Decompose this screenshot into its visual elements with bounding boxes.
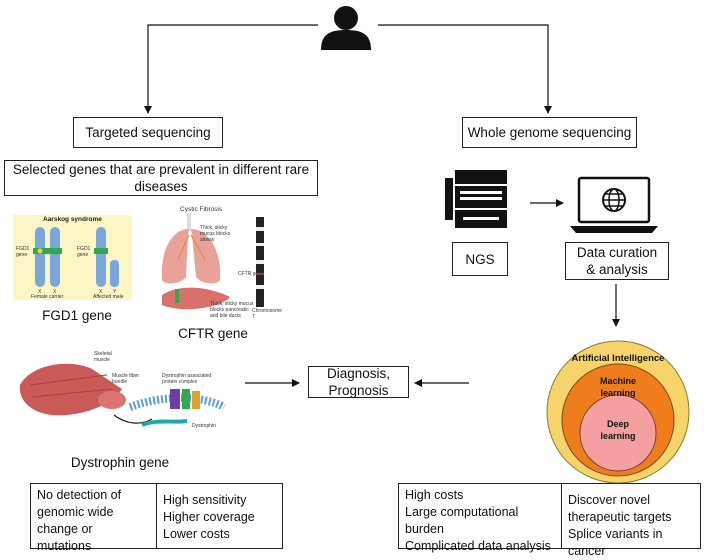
targeted-sequencing-label: Targeted sequencing (85, 125, 211, 140)
targeted-cons-line2: genomic wide (37, 505, 114, 519)
targeted-pros-line2: Higher coverage (163, 510, 255, 524)
wgs-pros-line1: Discover novel (568, 493, 650, 507)
dystrophin-small-label: Dystrophin (192, 423, 216, 429)
diagnosis-box: Diagnosis, Prognosis (308, 366, 409, 398)
selected-genes-line2: diseases (134, 179, 188, 194)
aarskog-figure: Aarskog syndrome FGD1 gene FGD1 gene X X… (13, 215, 132, 300)
x-label-2: X (53, 289, 57, 295)
selected-genes-line1: Selected genes that are prevalent in dif… (12, 162, 310, 177)
muscle-diagram (19, 363, 226, 427)
fgd1-label-left: FGD1 gene (16, 246, 30, 258)
muscle-fiber-label: Muscle fiber bundle (112, 373, 139, 385)
targeted-pros-line3: Lower costs (163, 527, 230, 541)
connector-user-to-wgs (378, 24, 552, 114)
targeted-cons-cell: No detection of genomic wide change or m… (31, 484, 156, 553)
dystrophin-figure: Skeletal muscle Muscle fiber bundle Dyst… (12, 345, 237, 445)
wgs-pros-line2: therapeutic targets (568, 510, 672, 524)
wgs-cons-line4: Complicated data analysis (405, 539, 551, 553)
targeted-cons-line3: change or (37, 522, 93, 536)
wgs-cons-cell: High costs Large computational burden Co… (399, 484, 561, 553)
skeletal-muscle-label: Skeletal muscle (94, 351, 112, 363)
targeted-pros-cell: High sensitivity Higher coverage Lower c… (156, 484, 282, 548)
ai-inner-circle (579, 394, 657, 472)
cftr-gene-label: CFTR gene (178, 326, 248, 341)
ai-outer-label: Artificial Intelligence (571, 353, 665, 364)
dap-complex-label: Dystrophin associated protein complex (162, 373, 212, 385)
ai-middle-label: Machine learning (599, 376, 636, 398)
wgs-proscons-table: High costs Large computational burden Co… (398, 483, 701, 558)
aarskog-title: Aarskog syndrome (43, 216, 102, 223)
data-curation-line1: Data curation (576, 245, 658, 260)
wgs-pros-cell: Discover novel therapeutic targets Splic… (561, 484, 700, 558)
affected-male-label: Affected male (93, 294, 124, 300)
connector-user-to-targeted (144, 24, 318, 114)
cf-gene-label: CFTR gene (238, 271, 264, 277)
x-label-1: X (38, 289, 42, 295)
whole-genome-sequencing-box: Whole genome sequencing (462, 117, 637, 148)
cystic-fibrosis-title: Cystic Fibrosis (180, 206, 223, 213)
data-curation-line2: & analysis (586, 262, 648, 277)
data-curation-box: Data curation & analysis (565, 242, 669, 280)
cf-chromosome: Chromosome 7 (252, 308, 283, 320)
targeted-cons-line4: mutations (37, 539, 92, 553)
targeted-pros-line1: High sensitivity (163, 493, 247, 507)
female-carrier-label: Female carrier (31, 294, 64, 300)
fgd1-gene-label: FGD1 gene (42, 308, 112, 323)
y-label: Y (113, 289, 117, 295)
whole-genome-sequencing-label: Whole genome sequencing (467, 125, 632, 140)
ai-inner-label: Deep learning (600, 419, 636, 441)
targeted-cons-line1: No detection of (37, 488, 122, 502)
x-label-3: X (99, 289, 103, 295)
targeted-proscons-table: No detection of genomic wide change or m… (30, 483, 283, 553)
wgs-pros-line3: Splice variants in cancer (568, 527, 663, 558)
wgs-cons-line3: burden (405, 522, 444, 536)
wgs-cons-line1: High costs (405, 488, 464, 502)
dystrophin-gene-label: Dystrophin gene (70, 455, 170, 470)
targeted-sequencing-box: Targeted sequencing (73, 117, 223, 148)
chromosome-diagram (33, 227, 119, 287)
lung-pancreas-diagram (161, 213, 264, 310)
cf-mucus-pancreas: Thick, sticky mucus blocks pancreatic an… (210, 301, 254, 319)
cftr-figure: Cystic Fibrosis Thick, sticky mucus bloc… (150, 205, 285, 320)
cf-mucus-airway: Thick, sticky mucus blocks airway (200, 225, 231, 243)
ngs-box: NGS (452, 242, 508, 276)
selected-genes-box: Selected genes that are prevalent in dif… (4, 160, 318, 196)
fgd1-label-right: FGD1 gene (77, 246, 91, 258)
diagnosis-label: Diagnosis, Prognosis (326, 366, 391, 398)
wgs-cons-line2: Large computational (405, 505, 519, 519)
ngs-label: NGS (465, 251, 495, 267)
